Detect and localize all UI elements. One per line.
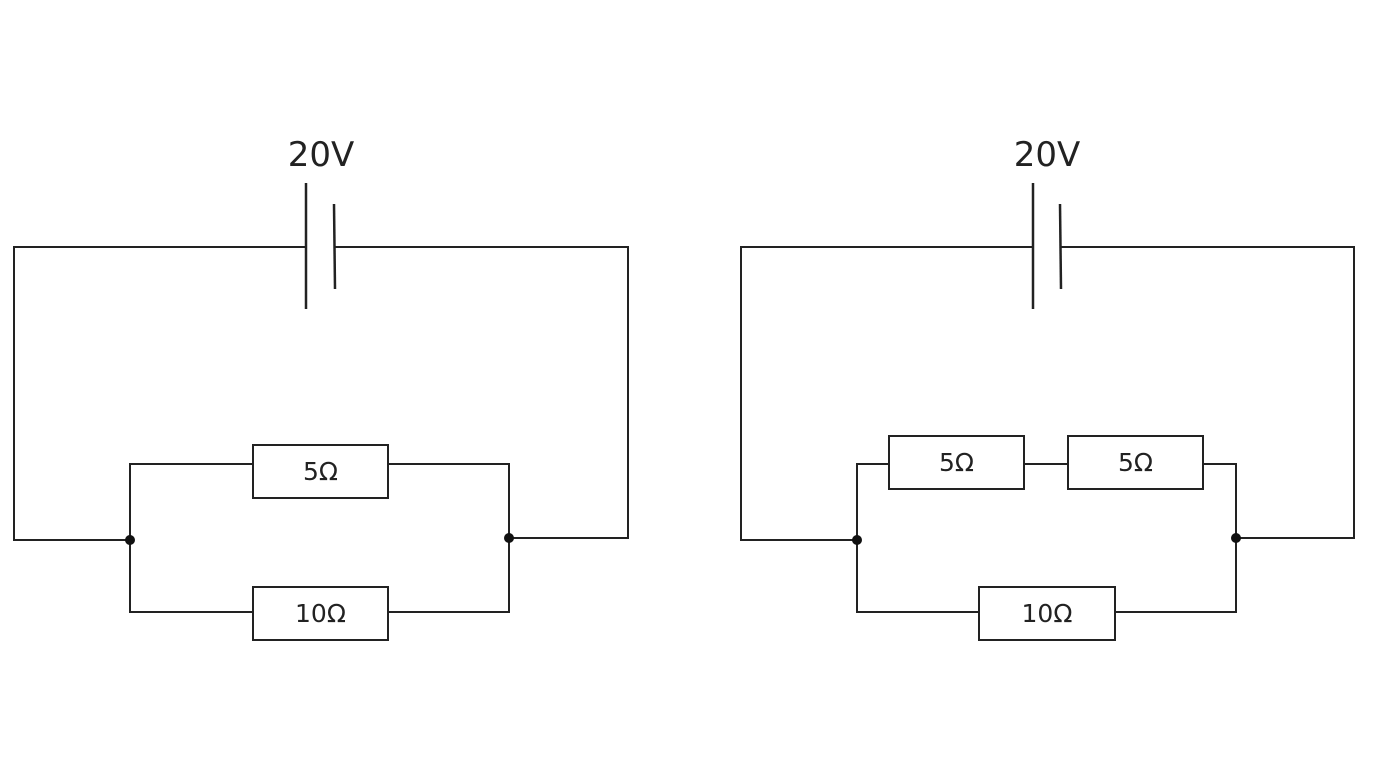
battery-negative-plate [1058,203,1063,290]
circuit-left: 20V 5Ω 10Ω [13,135,629,641]
battery-symbol [1031,183,1063,309]
outer-loop-wire [740,246,1355,541]
battery-voltage-label: 20V [288,135,355,175]
resistor-5-ohm-first: 5Ω [888,435,1025,490]
junction-node [504,533,514,543]
resistor-value-label: 10Ω [295,599,346,628]
junction-node [125,535,135,545]
resistor-5-ohm: 5Ω [252,444,389,499]
resistor-10-ohm: 10Ω [978,586,1116,641]
outer-loop-wire [13,246,629,541]
resistor-value-label: 5Ω [939,448,974,477]
resistor-value-label: 5Ω [303,457,338,486]
resistor-value-label: 10Ω [1022,599,1073,628]
battery-symbol [304,183,337,309]
battery-negative-plate [332,203,337,290]
circuit-right: 20V 5Ω 5Ω 10Ω [740,135,1355,641]
junction-node [852,535,862,545]
junction-node [1231,533,1241,543]
battery-voltage-label: 20V [1014,135,1081,175]
resistor-5-ohm-second: 5Ω [1067,435,1204,490]
resistor-value-label: 5Ω [1118,448,1153,477]
resistor-10-ohm: 10Ω [252,586,389,641]
